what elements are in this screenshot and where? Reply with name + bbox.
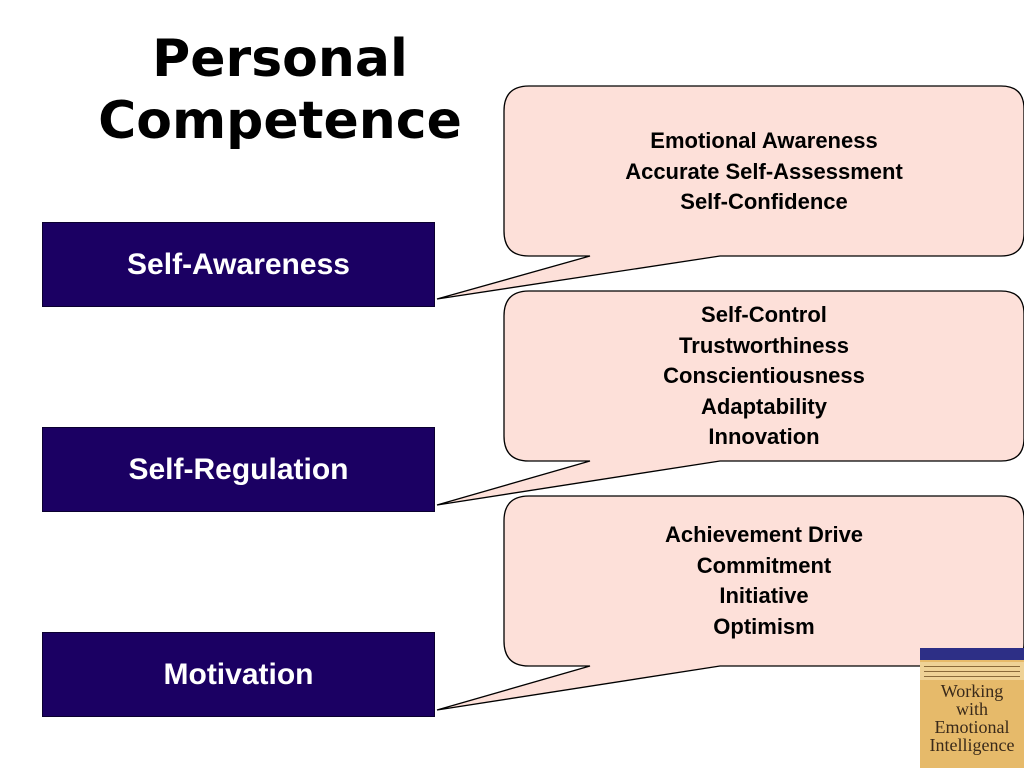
bubble-line: Trustworthiness bbox=[679, 332, 849, 358]
bubble-line: Optimism bbox=[713, 613, 815, 639]
bubble-text-self-regulation: Self-Control Trustworthiness Conscientio… bbox=[504, 300, 1024, 453]
title-line-1: Personal bbox=[152, 29, 408, 89]
book-blurb bbox=[920, 662, 1024, 680]
bubble-line: Emotional Awareness bbox=[650, 128, 878, 153]
callout-bubble-self-regulation bbox=[436, 290, 1024, 506]
bubble-line: Conscientiousness bbox=[663, 363, 865, 388]
bubble-text-self-awareness: Emotional Awareness Accurate Self-Assess… bbox=[504, 126, 1024, 218]
bubble-line: Innovation bbox=[708, 424, 820, 449]
book-top-band bbox=[920, 648, 1024, 660]
bubble-line: Self-Control bbox=[701, 302, 827, 327]
bubble-line: Commitment bbox=[696, 552, 832, 578]
motivation-box: Motivation bbox=[42, 632, 435, 717]
callout-bubble-motivation bbox=[436, 495, 1024, 711]
book-title: Working with Emotional Intelligence bbox=[929, 681, 1015, 755]
bubble-line: Achievement Drive bbox=[664, 522, 864, 547]
page-title: Personal Competence bbox=[60, 28, 500, 152]
self-awareness-box: Self-Awareness bbox=[42, 222, 435, 307]
callout-bubble-self-awareness bbox=[436, 85, 1024, 300]
bubble-line: Adaptability bbox=[701, 393, 827, 419]
bubble-line: Initiative bbox=[719, 583, 809, 608]
book-cover-image: Working with Emotional Intelligence bbox=[920, 648, 1024, 768]
self-regulation-box: Self-Regulation bbox=[42, 427, 435, 512]
bubble-line: Self-Confidence bbox=[680, 189, 848, 214]
bubble-line: Accurate Self-Assessment bbox=[625, 158, 903, 184]
title-line-2: Competence bbox=[98, 91, 462, 151]
bubble-text-motivation: Achievement Drive Commitment Initiative … bbox=[504, 520, 1024, 642]
